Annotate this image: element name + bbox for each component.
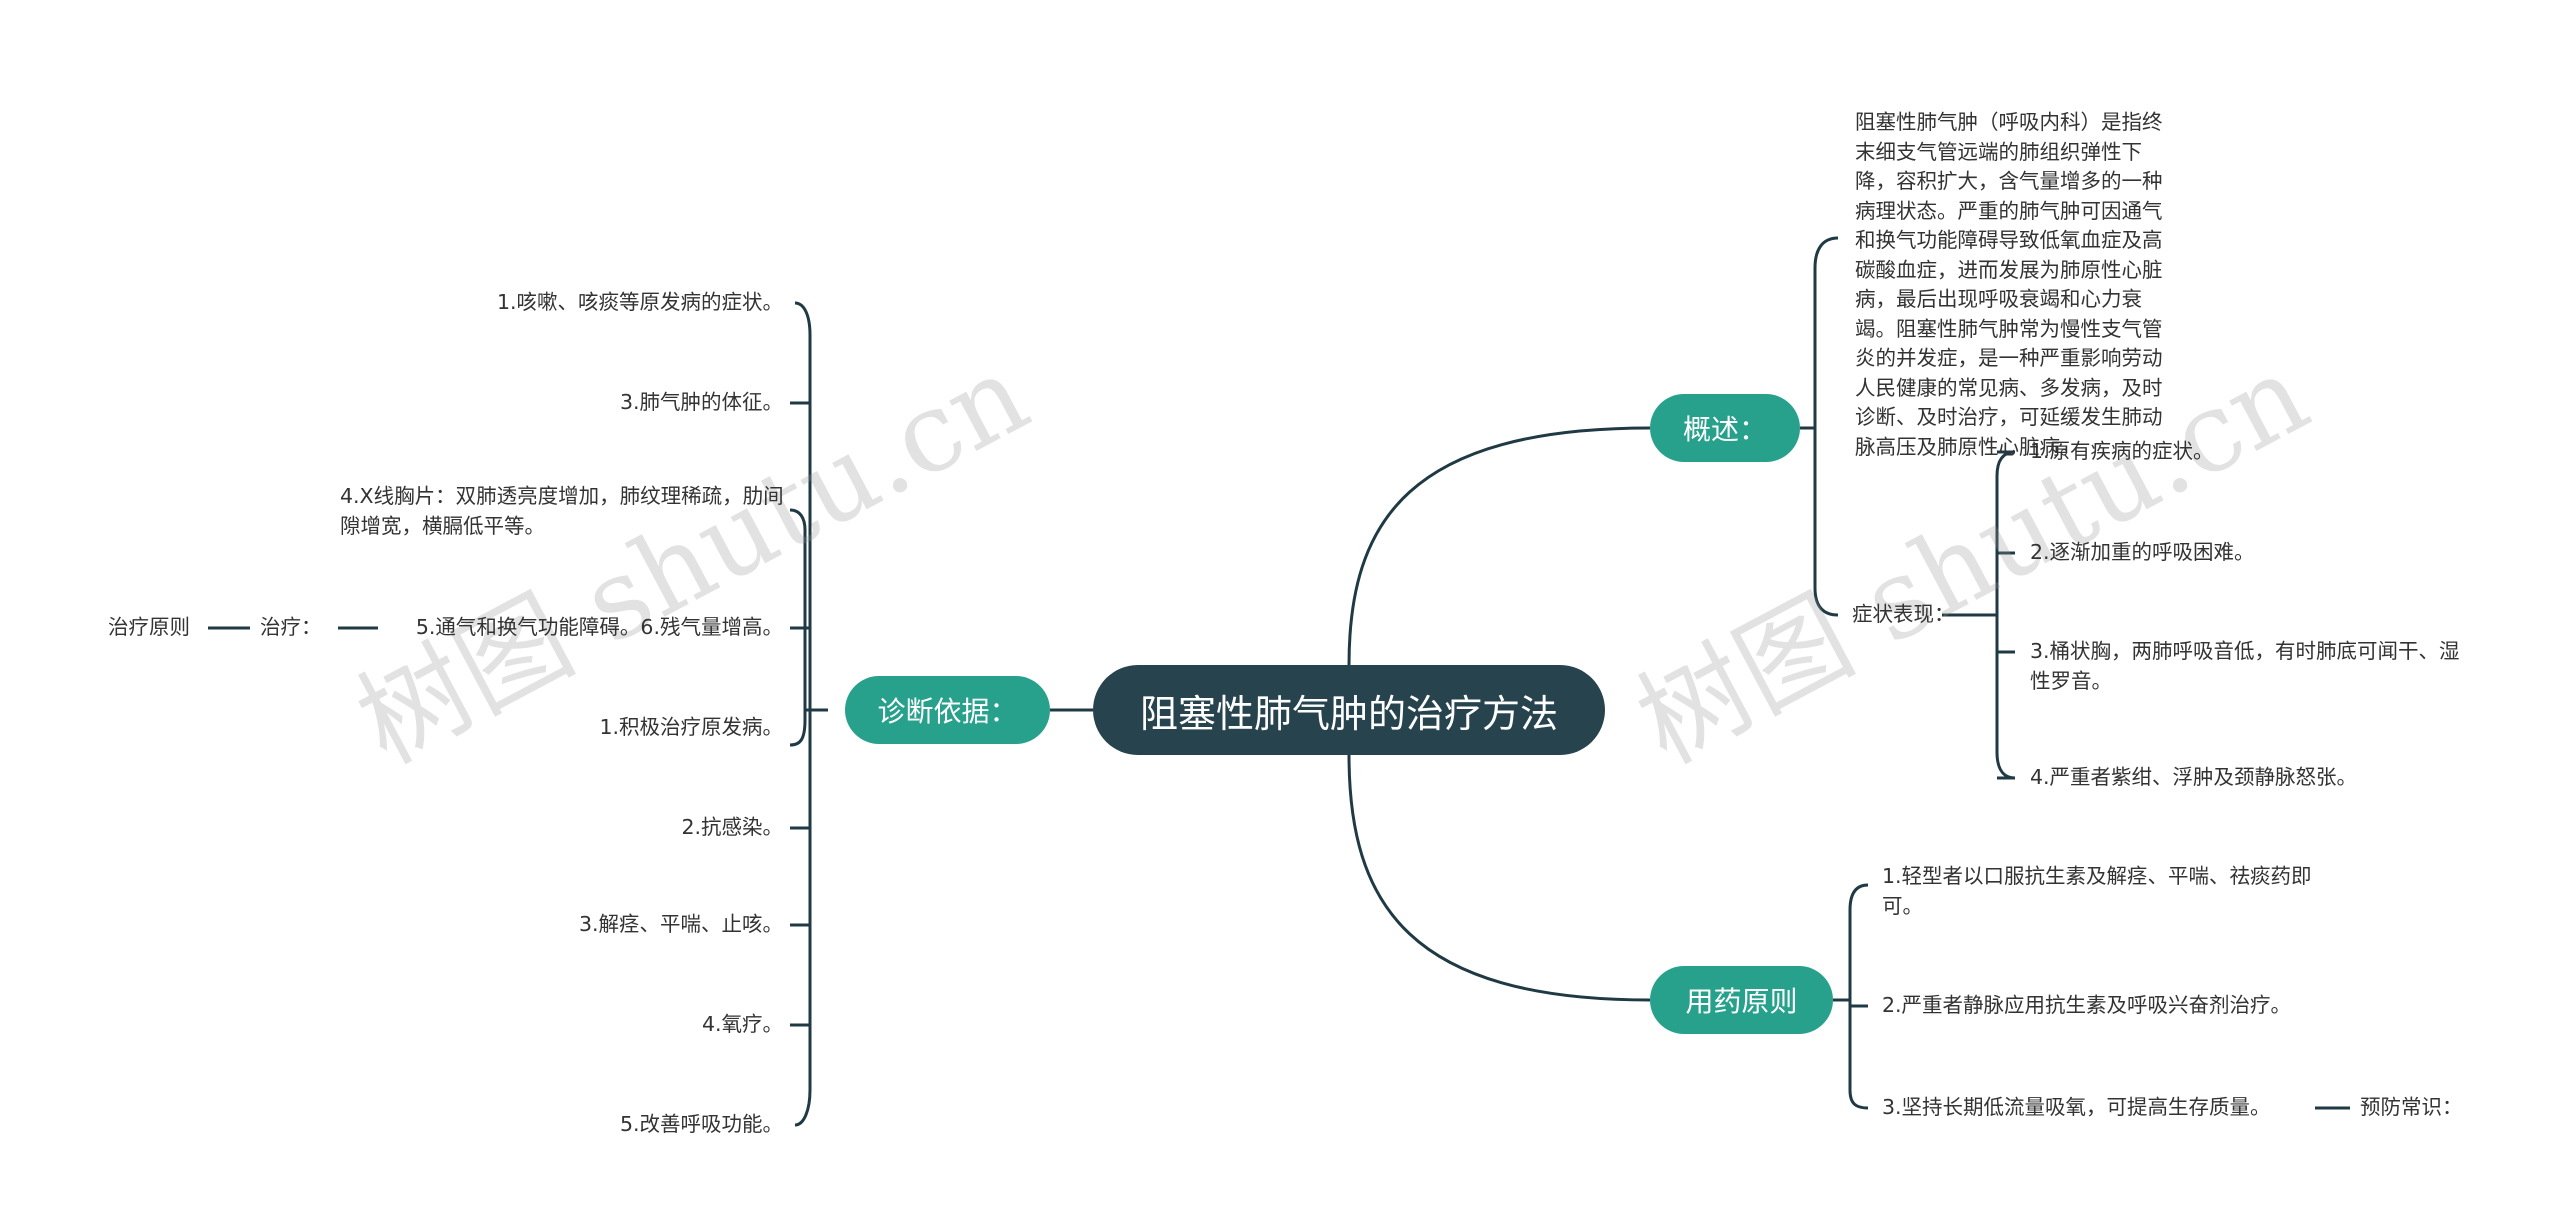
treatment-principle-label[interactable]: 治疗原则 [108,615,190,639]
bracket-diagnosis [794,301,812,1127]
branch-diagnosis[interactable]: 诊断依据： [845,676,1050,744]
symptom-item[interactable]: 4.严重者紫绀、浮肿及颈静脉怒张。 [2030,765,2358,789]
diagnosis-item[interactable]: 5.通气和换气功能障碍。6.残气量增高。 [415,615,783,639]
symptom-item[interactable]: 1.原有疾病的症状。 [2030,439,2214,463]
overview-description: 阻塞性肺气肿（呼吸内科）是指终末细支气管远端的肺组织弹性下降，容积扩大，含气量增… [1855,110,2163,459]
root-topic[interactable]: 阻塞性肺气肿的治疗方法 [1093,665,1605,755]
diagnosis-item[interactable]: 3.解痉、平喘、止咳。 [578,912,783,936]
symptom-item[interactable]: 3.桶状胸，两肺呼吸音低，有时肺底可闻干、湿性罗音。 [2030,639,2460,693]
symptom-item[interactable]: 2.逐渐加重的呼吸困难。 [2030,540,2255,564]
bracket-overview [1813,236,1839,617]
medication-item[interactable]: 3.坚持长期低流量吸氧，可提高生存质量。 [1882,1095,2271,1119]
branch-medication[interactable]: 用药原则 [1650,966,1833,1034]
diagnosis-item[interactable]: 1.咳嗽、咳痰等原发病的症状。 [496,290,783,314]
bracket-symptoms [1995,450,2016,780]
prevention-label[interactable]: 预防常识： [2360,1095,2463,1119]
diagnosis-item[interactable]: 3.肺气肿的体征。 [619,390,783,414]
bracket-medication [1848,883,1869,1110]
symptoms-label[interactable]: 症状表现： [1852,602,1955,626]
branch-overview[interactable]: 概述： [1650,394,1800,462]
diagnosis-item[interactable]: 5.改善呼吸功能。 [619,1112,783,1136]
diagnosis-item[interactable]: 4.X线胸片：双肺透亮度增加，肺纹理稀疏，肋间隙增宽，横膈低平等。 [340,484,784,538]
diagnosis-item[interactable]: 1.积极治疗原发病。 [599,715,783,739]
diagnosis-item[interactable]: 2.抗感染。 [681,815,783,839]
treatment-label[interactable]: 治疗： [260,615,322,639]
medication-item[interactable]: 1.轻型者以口服抗生素及解痉、平喘、祛痰药即可。 [1882,864,2312,918]
link-root-overview [1347,426,1651,666]
diagnosis-item[interactable]: 4.氧疗。 [701,1012,783,1036]
link-root-medication [1347,754,1651,1002]
medication-item[interactable]: 2.严重者静脉应用抗生素及呼吸兴奋剂治疗。 [1882,993,2292,1017]
